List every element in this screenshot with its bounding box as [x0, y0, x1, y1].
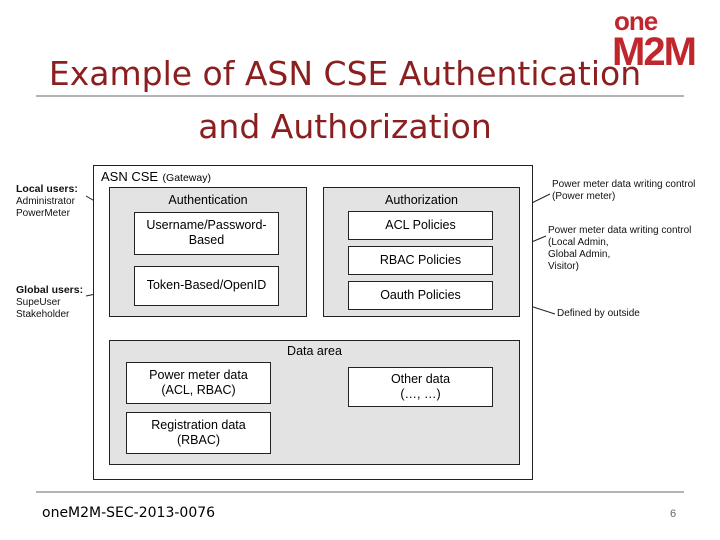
logo-one-text: one — [614, 6, 658, 36]
policy-box — [348, 281, 493, 310]
data-item-power-meter-line2: (ACL, RBAC) — [161, 383, 236, 397]
policy-box — [348, 211, 493, 240]
policy-box — [348, 246, 493, 275]
oauth-note-line: Defined by outside — [557, 308, 640, 319]
data-item-box — [126, 412, 271, 454]
local-users-note: Local users: Administrator PowerMeter — [16, 183, 78, 220]
global-users-heading: Global users: — [16, 284, 84, 296]
data-item-other-line2: (…, …) — [400, 387, 441, 401]
policy-oauth: Oauth Policies — [380, 288, 461, 302]
rbac-note-line: Power meter data writing control — [548, 225, 692, 236]
slide-title-line1: Example of ASN CSE Authentication — [48, 54, 642, 93]
data-item-other-line1: Other data — [390, 372, 451, 386]
asn-cse-label: ASN CSE (Gateway) — [101, 168, 211, 186]
local-user-item: PowerMeter — [16, 208, 70, 219]
rbac-note-line: (Local Admin, — [548, 237, 609, 248]
asn-cse-subtitle: (Gateway) — [162, 172, 211, 184]
rbac-note-line: Visitor) — [548, 261, 579, 272]
auth-method-token-openid: Token-Based/OpenID — [146, 278, 267, 292]
global-user-item: Stakeholder — [16, 309, 70, 320]
data-item-registration-line1: Registration data — [151, 418, 246, 432]
authorization-header: Authorization — [385, 193, 458, 207]
logo-m2m-text: M2M — [612, 30, 697, 74]
footer-doc-id: oneM2M-SEC-2013-0076 — [42, 505, 216, 521]
acl-note-line: Power meter data writing control — [552, 179, 696, 190]
rbac-note: Power meter data writing control (Local … — [548, 225, 691, 273]
policy-rbac: RBAC Policies — [379, 253, 462, 267]
global-user-item: SupeUser — [16, 297, 61, 308]
asn-cse-title: ASN CSE — [101, 169, 159, 184]
footer-divider — [36, 491, 684, 493]
acl-note-line: (Power meter) — [552, 191, 616, 202]
auth-method-username-password: Username/Password-Based — [146, 218, 267, 247]
slide-title-line2: and Authorization — [198, 107, 492, 146]
policy-acl: ACL Policies — [385, 218, 456, 232]
data-item-box — [126, 362, 271, 404]
data-item-power-meter-line1: Power meter data — [149, 368, 248, 382]
local-user-item: Administrator — [16, 196, 75, 207]
global-users-note: Global users: SupeUser Stakeholder — [16, 284, 83, 321]
rbac-note-line: Global Admin, — [548, 249, 611, 260]
title-divider — [36, 95, 684, 97]
auth-method-box — [134, 266, 279, 306]
local-users-heading: Local users: — [16, 183, 78, 195]
onem2m-logo: one M2M — [612, 6, 712, 86]
page-number: 6 — [670, 508, 677, 520]
data-item-registration-line2: (RBAC) — [176, 433, 221, 447]
auth-method-box — [134, 212, 279, 255]
data-item-box — [348, 367, 493, 407]
authentication-header: Authentication — [168, 193, 248, 207]
data-area-header: Data area — [287, 344, 342, 358]
oauth-note: Defined by outside — [557, 308, 640, 320]
acl-note: Power meter data writing control (Power … — [552, 179, 695, 203]
